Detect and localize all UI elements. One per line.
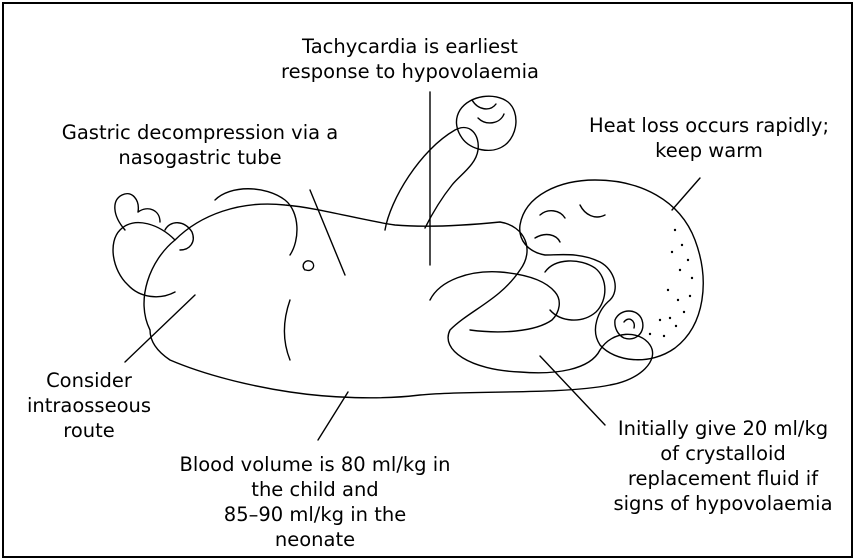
pointer-gastric bbox=[310, 190, 345, 275]
face-features bbox=[535, 205, 605, 242]
hair-stipple bbox=[649, 229, 693, 337]
label-fluid-line-4: signs of hypovolaemia bbox=[598, 491, 848, 516]
label-blood-volume-line-1: Blood volume is 80 ml/kg in bbox=[150, 452, 480, 477]
label-fluid: Initially give 20 ml/kg of crystalloid r… bbox=[598, 416, 848, 516]
label-intraosseous: Consider intraosseous route bbox=[14, 368, 164, 443]
label-heat-line-2: keep warm bbox=[576, 138, 842, 163]
label-fluid-line-2: of crystalloid bbox=[598, 441, 848, 466]
label-gastric-line-2: nasogastric tube bbox=[30, 145, 370, 170]
left-leg bbox=[113, 223, 175, 297]
label-intraosseous-line-1: Consider bbox=[14, 368, 164, 393]
navel bbox=[303, 261, 313, 271]
label-gastric: Gastric decompression via a nasogastric … bbox=[30, 120, 370, 170]
label-tachycardia-line-1: Tachycardia is earliest bbox=[280, 34, 540, 59]
label-tachycardia-line-2: response to hypovolaemia bbox=[280, 59, 540, 84]
label-blood-volume-line-4: neonate bbox=[150, 527, 480, 552]
label-blood-volume-line-2: the child and bbox=[150, 477, 480, 502]
label-gastric-line-1: Gastric decompression via a bbox=[30, 120, 370, 145]
label-heat-line-1: Heat loss occurs rapidly; bbox=[576, 113, 842, 138]
belly-crease bbox=[284, 300, 290, 360]
label-blood-volume-line-3: 85–90 ml/kg in the bbox=[150, 502, 480, 527]
pointer-heat bbox=[672, 178, 700, 210]
lower-arm bbox=[430, 272, 559, 332]
label-tachycardia: Tachycardia is earliest response to hypo… bbox=[280, 34, 540, 84]
label-intraosseous-line-2: intraosseous bbox=[14, 393, 164, 418]
label-blood-volume: Blood volume is 80 ml/kg in the child an… bbox=[150, 452, 480, 552]
raised-arm bbox=[385, 128, 478, 230]
pointer-blood-volume bbox=[318, 392, 348, 440]
left-foot bbox=[115, 194, 160, 230]
right-leg bbox=[215, 189, 297, 255]
label-heat: Heat loss occurs rapidly; keep warm bbox=[576, 113, 842, 163]
label-fluid-line-3: replacement fluid if bbox=[598, 466, 848, 491]
fist-fingers bbox=[472, 100, 504, 123]
label-intraosseous-line-3: route bbox=[14, 418, 164, 443]
infant-body bbox=[144, 204, 653, 398]
label-fluid-line-1: Initially give 20 ml/kg bbox=[598, 416, 848, 441]
